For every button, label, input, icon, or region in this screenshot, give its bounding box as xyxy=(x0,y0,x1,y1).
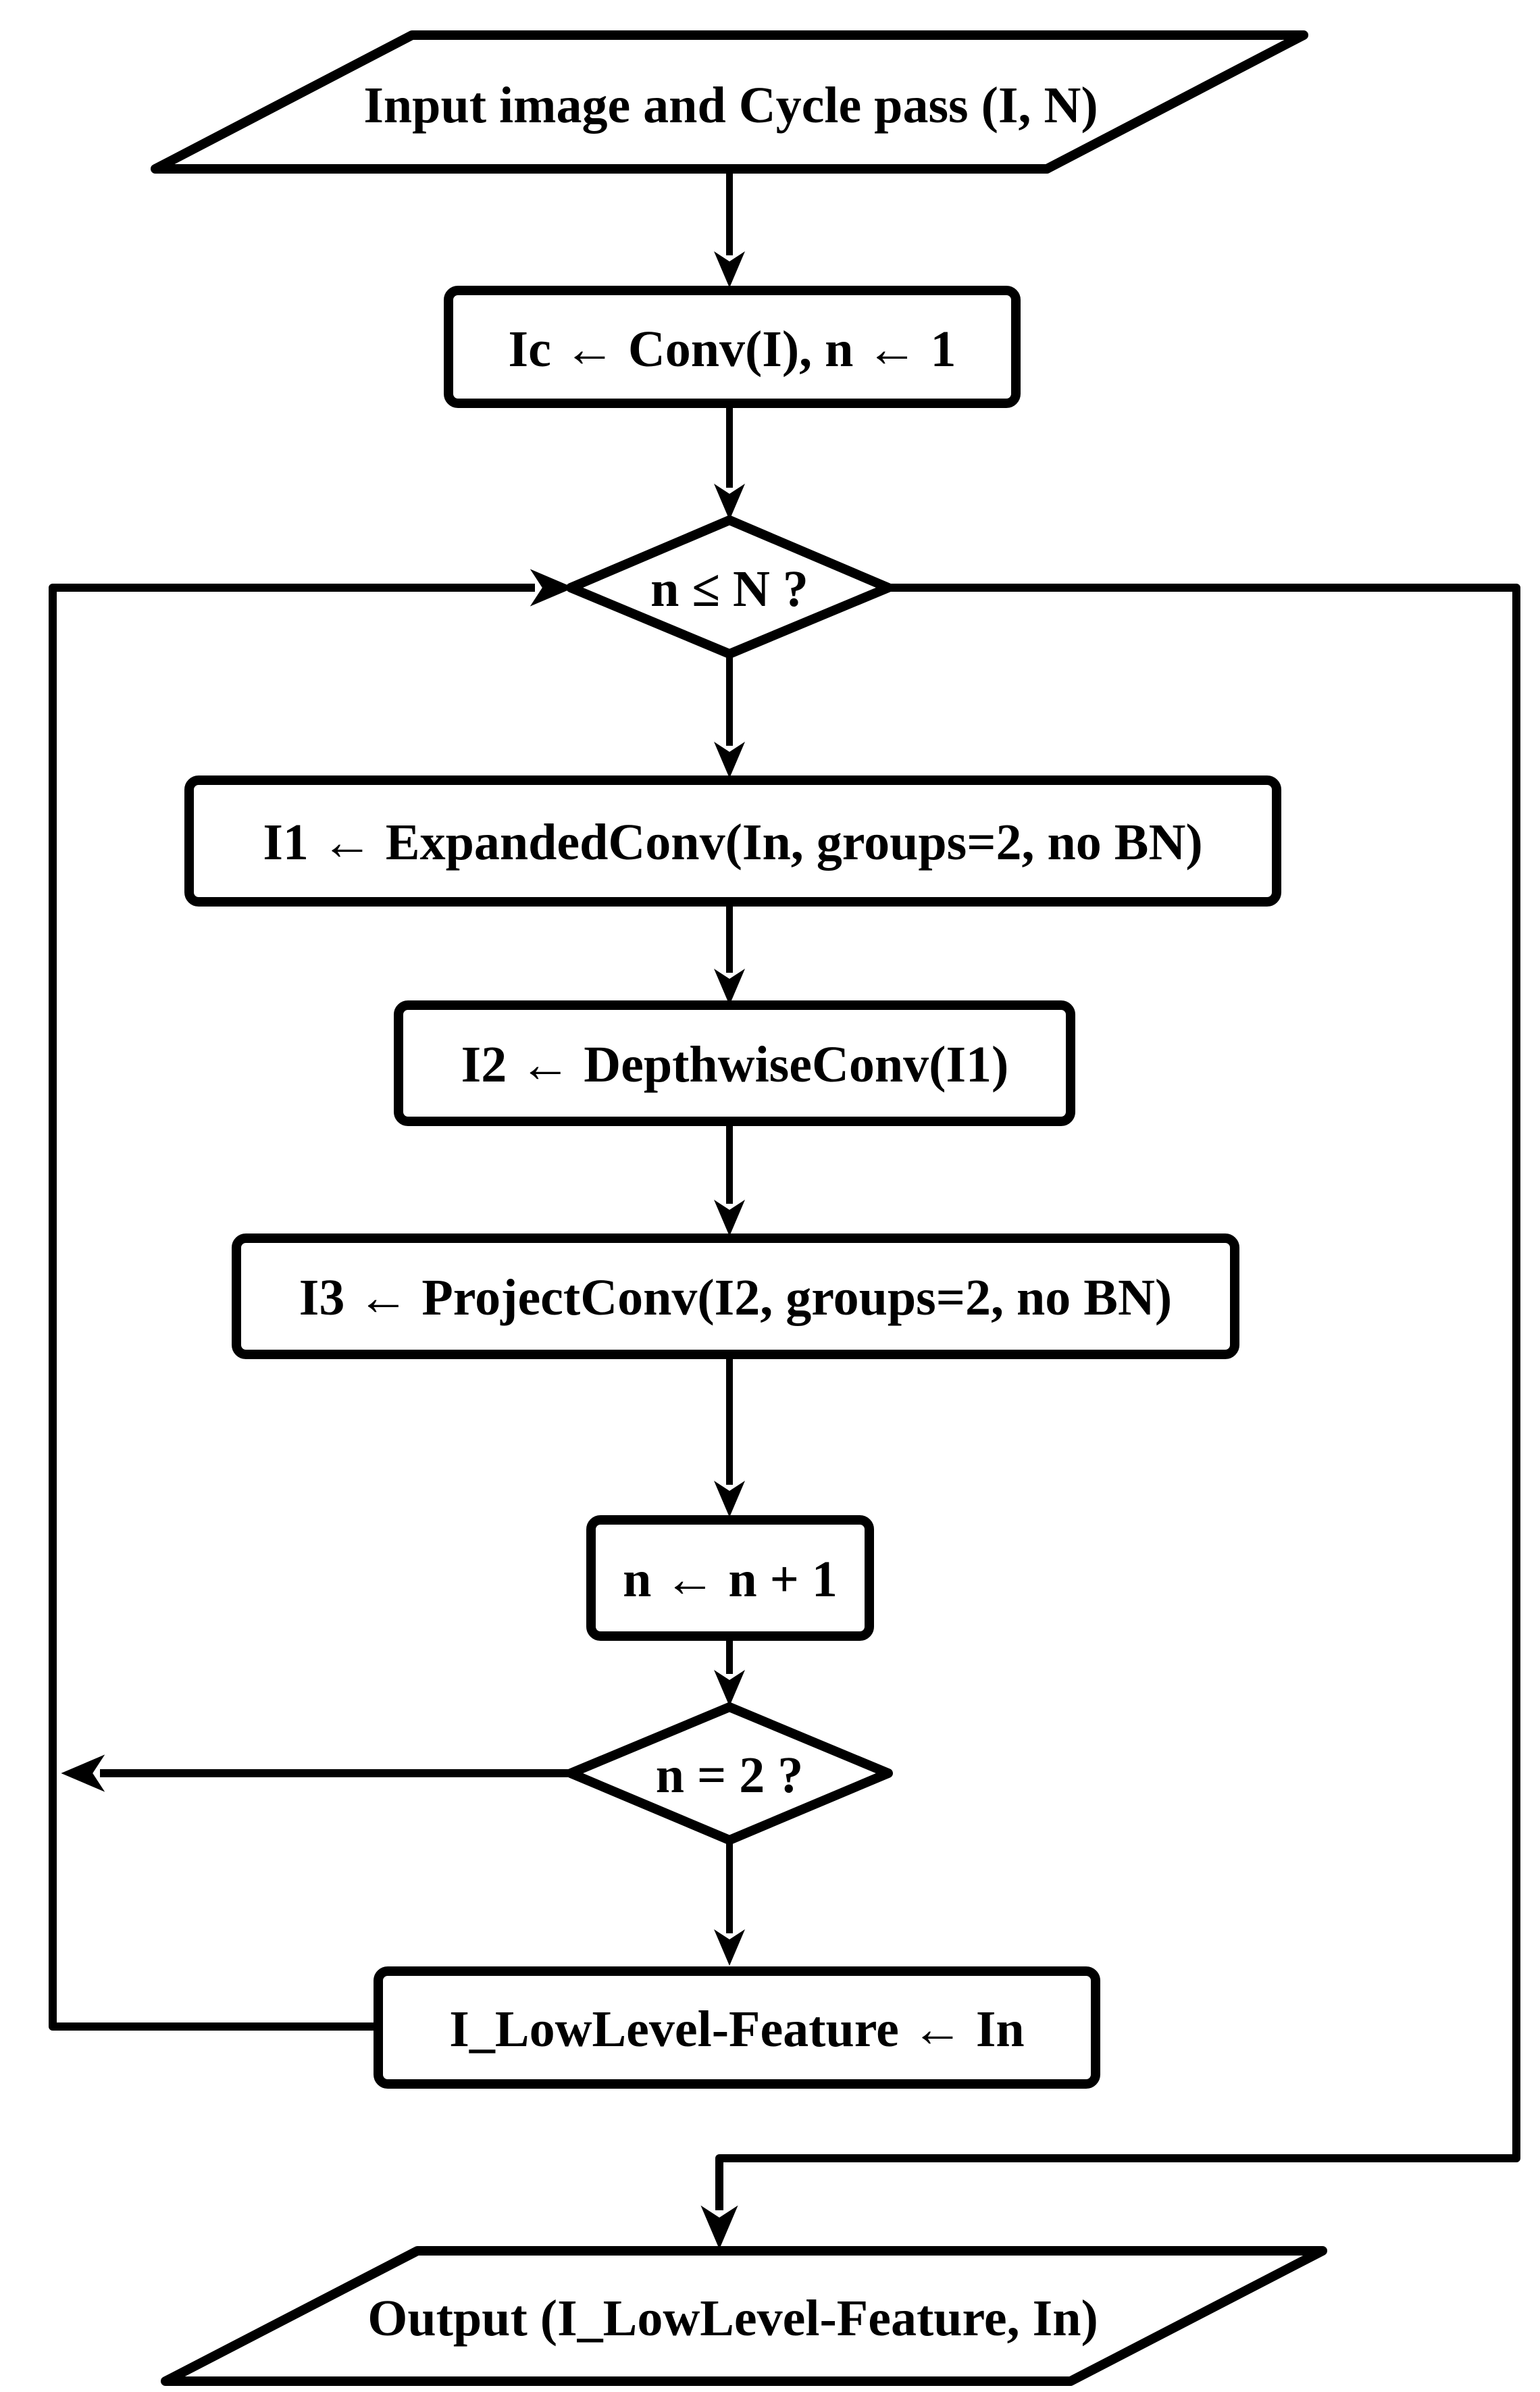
node-feature-check-diamond xyxy=(566,1702,893,1845)
node-save-feature-box xyxy=(374,1966,1100,2089)
node-output-parallelogram xyxy=(161,2246,1327,2386)
node-save-feature-label: I_LowLevel-Feature ← In xyxy=(449,2001,1024,2058)
node-expanded-conv-label: I1 ← ExpandedConv(In, groups=2, no BN) xyxy=(263,814,1202,871)
node-loop-check-diamond xyxy=(566,515,893,659)
node-output-label: Output (I_LowLevel-Feature, In) xyxy=(367,2290,1098,2347)
node-init-label: Ic ← Conv(I), n ← 1 xyxy=(509,321,956,378)
node-depthwise-conv-box xyxy=(394,1000,1075,1126)
node-loop-check-label: n ≤ N ? xyxy=(650,561,808,617)
node-init-box xyxy=(444,286,1021,408)
node-input-label: Input image and Cycle pass (I, N) xyxy=(363,77,1098,134)
node-project-conv-label: I3 ← ProjectConv(I2, groups=2, no BN) xyxy=(299,1269,1172,1326)
node-increment-box xyxy=(586,1515,874,1641)
node-feature-check-label: n = 2 ? xyxy=(656,1747,804,1804)
node-depthwise-conv-label: I2 ← DepthwiseConv(I1) xyxy=(461,1036,1009,1093)
edge-left-loop-back xyxy=(49,569,574,2031)
node-project-conv-box xyxy=(232,1233,1239,1359)
node-input-parallelogram xyxy=(151,30,1308,174)
edge-right-exit-to-output xyxy=(700,584,1520,2249)
node-increment-label: n ← n + 1 xyxy=(623,1551,838,1608)
node-expanded-conv-box xyxy=(184,775,1281,907)
